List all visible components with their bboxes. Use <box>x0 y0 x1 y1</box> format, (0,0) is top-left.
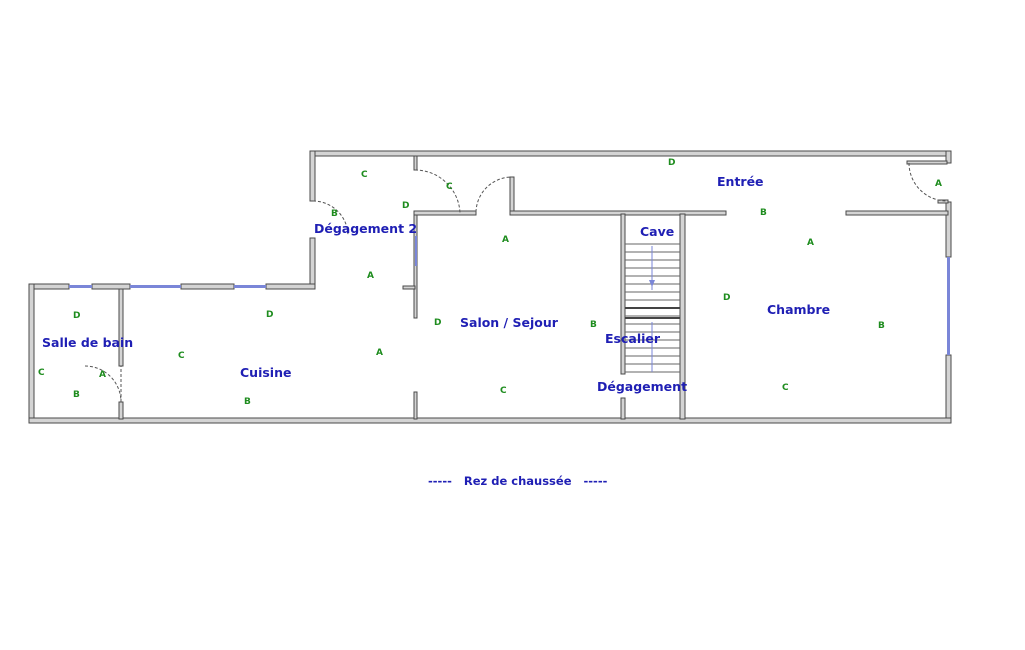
door-deg2-left <box>312 200 349 237</box>
door-entree-salon <box>475 176 513 213</box>
wall-letter: D <box>434 318 441 328</box>
window-chambre <box>947 257 950 355</box>
wall-right-mid <box>945 201 952 258</box>
wall-stub <box>402 285 416 290</box>
wall-letter: A <box>367 271 374 281</box>
wall-left <box>28 283 35 424</box>
wall-letter: D <box>723 293 730 303</box>
window-cuisine-2 <box>130 285 181 288</box>
wall-entree-recess-bottom <box>937 199 949 204</box>
wall-entree-bottom-left <box>413 210 477 216</box>
wall-letter: A <box>935 179 942 189</box>
wall-letter: A <box>807 238 814 248</box>
wall-cuisine-top-right <box>265 283 316 290</box>
room-label-salle-de-bain: Salle de bain <box>42 335 133 350</box>
door-entree-front <box>908 162 947 202</box>
wall-letter: C <box>38 368 45 378</box>
floor-caption: ----- Rez de chaussée ----- <box>428 474 608 488</box>
wall-deg2-right <box>413 155 418 171</box>
wall-letter: A <box>376 348 383 358</box>
wall-stair-left-lower <box>620 397 626 420</box>
window-cuisine-3 <box>234 285 266 288</box>
wall-entree-bottom-right <box>845 210 949 216</box>
doors <box>84 162 947 403</box>
wall-right-lower <box>945 354 952 424</box>
wall-cuisine-top-mid2 <box>180 283 235 290</box>
room-label-degagement: Dégagement <box>597 379 687 394</box>
wall-letter: C <box>782 383 789 393</box>
wall-deg2-left-lower <box>309 237 316 290</box>
wall-sdb-partition-upper <box>118 288 124 367</box>
wall-letter: C <box>500 386 507 396</box>
wall-letter: A <box>502 235 509 245</box>
room-label-entree: Entrée <box>717 174 764 189</box>
room-label-salon-sejour: Salon / Sejour <box>460 315 559 330</box>
wall-letter: B <box>878 321 885 331</box>
wall-entree-recess-top <box>906 160 948 165</box>
door-deg2-entree <box>414 169 461 214</box>
wall-letter: C <box>178 351 185 361</box>
wall-top <box>309 150 952 157</box>
wall-deg2-left-upper <box>309 150 316 202</box>
room-label-escalier: Escalier <box>605 331 661 346</box>
wall-entree-door-jamb <box>509 176 515 216</box>
wall-letter: C <box>446 182 453 192</box>
wall-cuisine-top-left <box>28 283 70 290</box>
wall-sdb-partition-lower <box>118 401 124 420</box>
wall-letter: D <box>73 311 80 321</box>
wall-letter: C <box>361 170 368 180</box>
wall-bottom <box>28 417 952 424</box>
wall-letter: B <box>244 397 251 407</box>
room-label-degagement2: Dégagement 2 <box>314 221 417 236</box>
door-sdb <box>84 365 122 403</box>
window-cuisine-1 <box>69 285 92 288</box>
room-label-cuisine: Cuisine <box>240 365 291 380</box>
wall-salon-left-lower <box>413 391 418 420</box>
wall-letter: B <box>590 320 597 330</box>
room-label-cave: Cave <box>640 224 674 239</box>
wall-letter: D <box>402 201 409 211</box>
wall-entree-bottom-mid <box>509 210 727 216</box>
wall-stair-left-upper <box>620 213 626 375</box>
wall-letter: B <box>73 390 80 400</box>
wall-right-upper <box>945 150 952 164</box>
windows <box>69 236 950 355</box>
wall-letter: B <box>760 208 767 218</box>
wall-letter: A <box>99 370 106 380</box>
window-deg2 <box>415 236 417 266</box>
wall-letter: D <box>668 158 675 168</box>
wall-letter: B <box>331 209 338 219</box>
wall-cuisine-top-mid1 <box>91 283 131 290</box>
staircase <box>625 243 680 373</box>
wall-letter: D <box>266 310 273 320</box>
stair-arrow-icon <box>649 280 655 287</box>
room-label-chambre: Chambre <box>767 302 830 317</box>
